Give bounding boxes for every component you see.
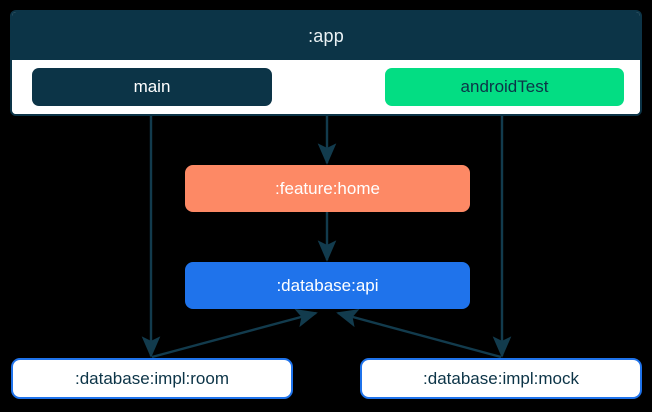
node-database-impl-mock[interactable]: :database:impl:mock bbox=[360, 358, 642, 399]
edge-database-impl-room-to-database-api bbox=[151, 309, 318, 359]
node-feature-home[interactable]: :feature:home bbox=[185, 165, 470, 212]
module-container-app[interactable]: :app main androidTest bbox=[10, 10, 642, 116]
node-database-impl-room[interactable]: :database:impl:room bbox=[11, 358, 293, 399]
node-database-api[interactable]: :database:api bbox=[185, 262, 470, 309]
app-container-header: :app bbox=[12, 12, 640, 60]
source-set-main[interactable]: main bbox=[32, 68, 272, 106]
source-set-android-test[interactable]: androidTest bbox=[385, 68, 624, 106]
edge-database-impl-mock-to-database-api bbox=[336, 309, 502, 359]
app-container-title: :app bbox=[308, 25, 344, 46]
app-container-body: main androidTest bbox=[12, 60, 640, 114]
